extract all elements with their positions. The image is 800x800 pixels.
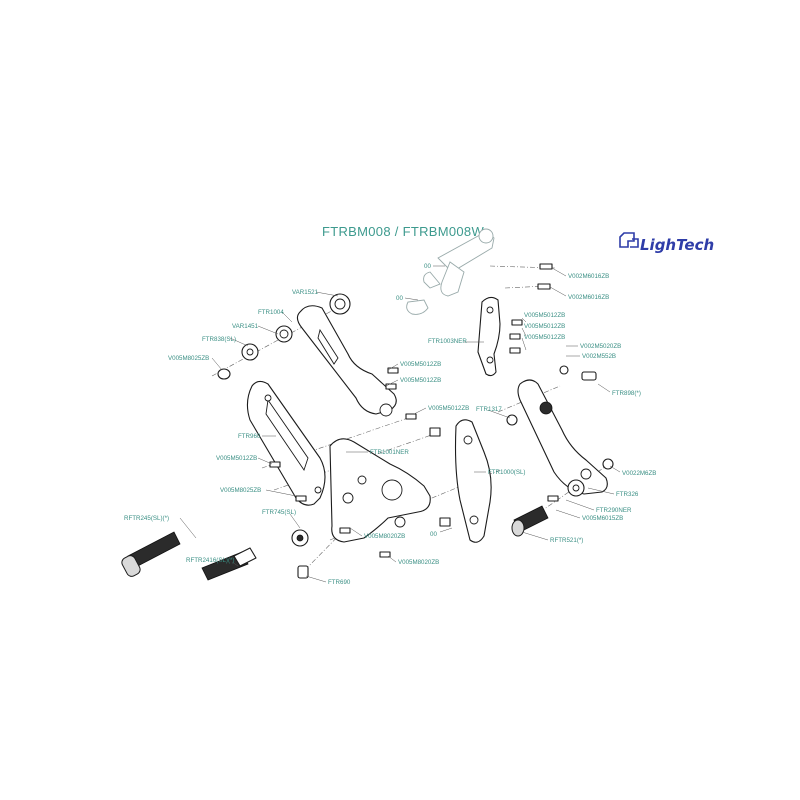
brand-name: LighTech [640,236,714,254]
main-bracket-ftr1001ner [329,438,431,543]
bracket-ftr1003ner [477,296,501,377]
bracket-ftr1004 [296,305,397,417]
label-v002m5528: V002M552B [582,353,616,360]
label-rftr2416sl: RFTR2416(SL)(*) [186,557,234,564]
lightech-logo: LighTech [619,232,714,254]
label-00-lower: 00 [430,531,437,538]
label-v005m8020zb-a: V005M8020ZB [364,533,405,540]
label-ftr1003ner: FTR1003NER [428,338,467,345]
label-v005m6015zb: V005M6015ZB [582,515,623,522]
small-parts [217,263,614,579]
label-ftr745sl: FTR745(SL) [262,509,296,516]
label-v0022m6zb: V0022M6ZB [622,470,656,477]
label-rftr245sl: RFTR245(SL)(*) [124,515,169,522]
label-00-top: 00 [424,263,431,270]
heel-plate-ftr960 [246,380,326,506]
leader-lines [179,265,621,583]
label-ftr1004: FTR1004 [258,309,284,316]
label-v005m5012zb-a: V005M5012ZB [400,361,441,368]
label-v005m8025zb-lower: V005M8025ZB [220,487,261,494]
label-v002m6016zb-b: V002M6016ZB [568,294,609,301]
label-ftr690: FTR690 [328,579,351,586]
label-v005m8025zb: V005M8025ZB [168,355,209,362]
label-v005m8020zb-b: V005M8020ZB [398,559,439,566]
plate-ftr1000 [454,419,492,543]
footpeg-rftr245 [121,531,181,577]
label-v002m5020zb: V002M5020ZB [580,343,621,350]
label-ftr1000sl: FTR1000(SL) [488,469,525,476]
label-00-clip: 00 [396,295,403,302]
label-v005m5012zb-b: V005M5012ZB [400,377,441,384]
label-ftr898: FTR898(*) [612,390,641,397]
brake-lever [517,379,608,495]
label-var1521: VAR1521 [292,289,319,296]
label-ftr290ner: FTR290NER [596,507,632,514]
label-ftr838sl: FTR838(SL) [202,336,236,343]
label-rftr521: RFTR521(*) [550,537,583,544]
label-ftr326: FTR326 [616,491,639,498]
master-cylinder-ghost [406,228,495,315]
label-v005m5012zb-d: V005M5012ZB [524,312,565,319]
label-ftr1317: FTR1317 [476,406,502,413]
label-v005m5012zb-f: V005M5012ZB [524,334,565,341]
footpeg-rftr521 [511,505,549,537]
label-var1451: VAR1451 [232,323,259,330]
diagram-title: FTRBM008 / FTRBM008W [322,224,485,239]
label-v005m5012zb-e: V005M5012ZB [524,323,565,330]
label-v002m6016zb-a: V002M6016ZB [568,273,609,280]
label-ftr960: FTR960 [238,433,261,440]
part-labels: 00 00 V002M6016ZB V002M6016ZB VAR1521 FT… [124,263,656,586]
label-ftr1001ner: FTR1001NER [370,449,409,456]
label-v005m5012zb-g: V005M5012ZB [216,455,257,462]
footpeg-rftr2416 [201,547,257,581]
label-v005m5012zb-c: V005M5012ZB [428,405,469,412]
